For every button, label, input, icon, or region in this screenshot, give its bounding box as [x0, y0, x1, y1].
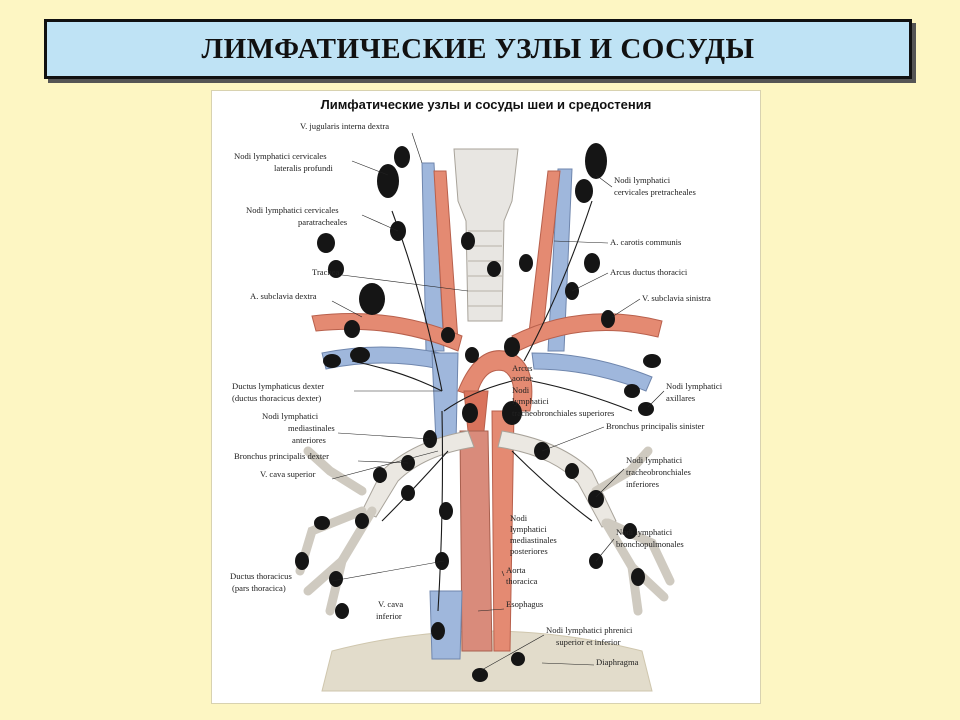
label-nodi-bronchopulmonales: Nodi lymphatici: [616, 527, 673, 537]
label-carotis-communis: A. carotis communis: [610, 237, 682, 247]
label-mediastinales-posteriores: mediastinales: [510, 535, 557, 545]
label-thoracica: thoracica: [506, 576, 538, 586]
anatomy-figure: Лимфатические узлы и сосуды шеи и средос…: [211, 90, 761, 704]
label-inferior: inferior: [376, 611, 402, 621]
label-arcus-ductus: Arcus ductus thoracici: [610, 267, 688, 277]
left-subclavian-vein: [531, 352, 653, 392]
label-pars-thoracica: (pars thoracica): [232, 583, 286, 593]
aortic-arch: [457, 350, 533, 412]
label-nodi-mediastinales: Nodi lymphatici: [262, 411, 319, 421]
anatomy-illustration: Лимфатические узлы и сосуды шеи и средос…: [230, 97, 723, 692]
label-esophagus: Esophagus: [506, 599, 544, 609]
left-jugular-vein: [547, 168, 573, 352]
label-lymphatici: lymphatici: [512, 396, 549, 406]
label-anteriores: anteriores: [292, 435, 327, 445]
label-inferiores: inferiores: [626, 479, 660, 489]
right-labels: Nodi lymphatici cervicales pretracheales…: [506, 175, 723, 667]
diaphragm-shape: [321, 630, 653, 692]
label-nodi-pretracheales: Nodi lymphatici: [614, 175, 671, 185]
label-nodi-phrenici: Nodi lymphatici phrenici: [546, 625, 633, 635]
slide-title: ЛИМФАТИЧЕСКИЕ УЗЛЫ И СОСУДЫ: [201, 32, 755, 65]
trachea-shape: [453, 148, 519, 322]
slide-title-banner: ЛИМФАТИЧЕСКИЕ УЗЛЫ И СОСУДЫ: [44, 19, 912, 79]
label-tracheobronchiales-superiores: tracheobronchiales superiores: [512, 408, 615, 418]
label-nodi-paratracheales: Nodi lymphatici cervicales: [246, 205, 339, 215]
label-aortae: aortae: [512, 373, 533, 383]
label-posteriores: posteriores: [510, 546, 548, 556]
label-v-cava: V. cava: [378, 599, 403, 609]
label-lateralis-profundi: lateralis profundi: [274, 163, 334, 173]
label-nodi: Nodi: [512, 385, 530, 395]
label-aorta: Aorta: [506, 565, 526, 575]
right-jugular-vein: [421, 162, 445, 352]
label-trachea: Trachea: [312, 267, 340, 277]
label-superior-inferior: superior et inferior: [556, 637, 621, 647]
label-diaphragma: Diaphragma: [596, 657, 639, 667]
label-ductus-thoracicus-dexter: (ductus thoracicus dexter): [232, 393, 321, 403]
left-subclavian-artery: [511, 313, 663, 352]
label-nodi-cervicales: Nodi lymphatici cervicales: [234, 151, 327, 161]
label-bronchus-dexter: Bronchus principalis dexter: [234, 451, 329, 461]
label-cava-superior: V. cava superior: [260, 469, 316, 479]
label-nodi-posteriores: Nodi: [510, 513, 528, 523]
left-labels: V. jugularis interna dextra Nodi lymphat…: [230, 121, 403, 621]
figure-title: Лимфатические узлы и сосуды шеи и средос…: [321, 97, 652, 112]
label-bronchopulmonales: bronchopulmonales: [616, 539, 684, 549]
label-ductus-thoracicus: Ductus thoracicus: [230, 571, 292, 581]
label-bronchus-sinister: Bronchus principalis sinister: [606, 421, 704, 431]
label-paratracheales: paratracheales: [298, 217, 348, 227]
label-ductus-lymphaticus: Ductus lymphaticus dexter: [232, 381, 324, 391]
label-lymphatici-posteriores: lymphatici: [510, 524, 547, 534]
label-axillares: axillares: [666, 393, 696, 403]
esophagus: [459, 430, 493, 652]
label-subclavia-dextra: A. subclavia dextra: [250, 291, 317, 301]
label-subclavia-sinistra: V. subclavia sinistra: [642, 293, 711, 303]
label-nodi-tracheobronchiales: Nodi lymphatici: [626, 455, 683, 465]
label-cervicales-pretracheales: cervicales pretracheales: [614, 187, 696, 197]
label-tracheobronchiales: tracheobronchiales: [626, 467, 692, 477]
label-arcus: Arcus: [512, 363, 533, 373]
label-mediastinales: mediastinales: [288, 423, 335, 433]
label-jugularis-interna: V. jugularis interna dextra: [300, 121, 389, 131]
label-nodi-axillares: Nodi lymphatici: [666, 381, 723, 391]
superior-vena-cava: [431, 352, 459, 444]
